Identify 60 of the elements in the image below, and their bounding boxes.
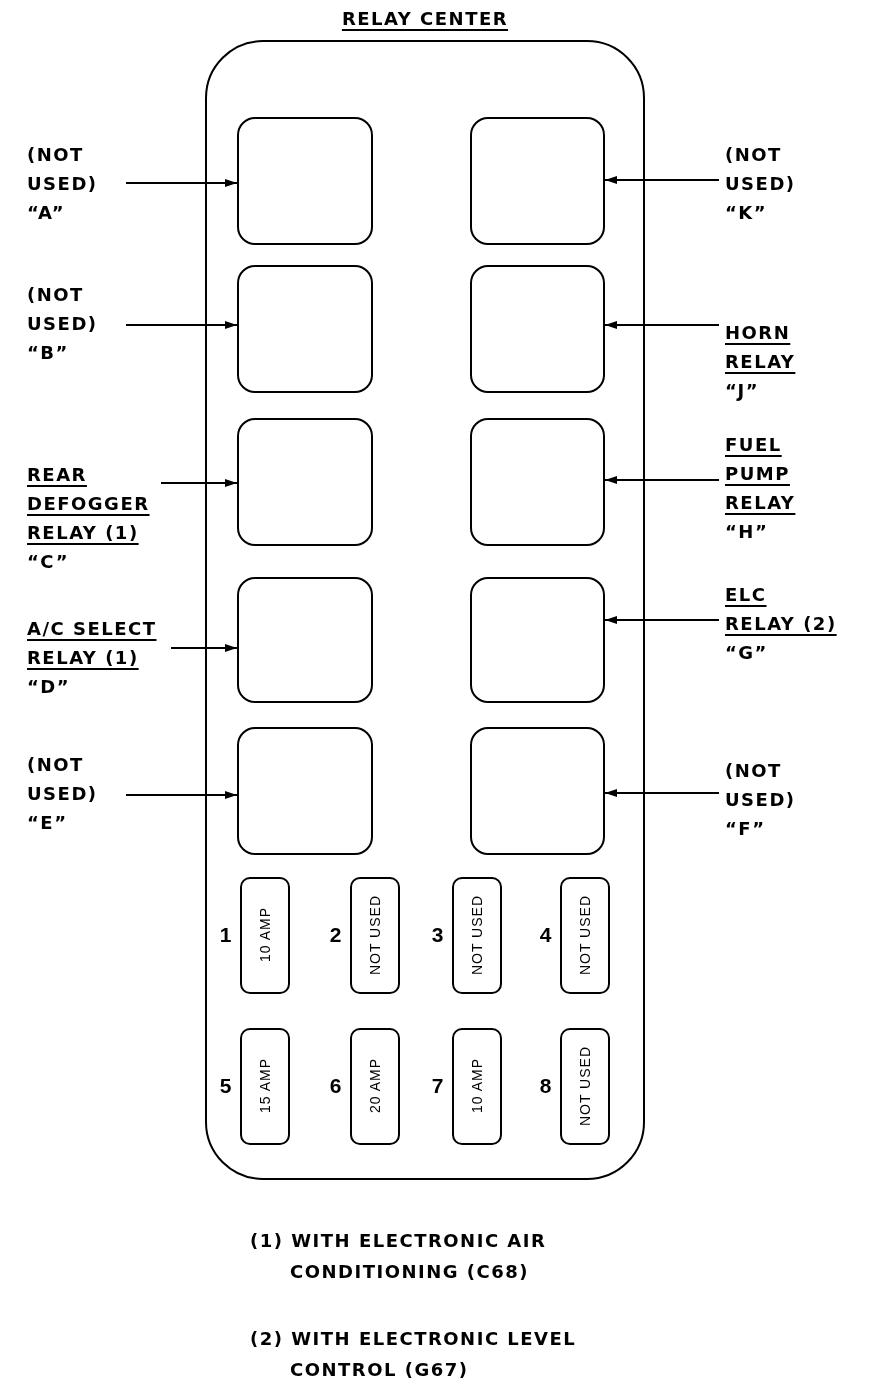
arrow — [604, 321, 720, 329]
position-letter: “F” — [725, 817, 767, 841]
fuse-number: 1 — [219, 923, 232, 947]
arrow — [125, 321, 238, 329]
fuse-rating: NOT USED — [366, 894, 383, 976]
relay-label: (NOT USED) — [725, 143, 797, 196]
arrow — [604, 789, 720, 797]
position-letter: “E” — [27, 811, 69, 835]
diagram-title: RELAY CENTER — [340, 8, 510, 29]
relay-label: A/C SELECT RELAY (1) — [27, 617, 158, 670]
fuse-number: 2 — [329, 923, 342, 947]
position-letter: “G” — [725, 641, 769, 665]
relay-socket — [236, 264, 373, 393]
position-letter: “C” — [27, 550, 71, 574]
position-letter: “K” — [725, 201, 769, 225]
fuse-number: 7 — [431, 1074, 444, 1098]
relay-label: (NOT USED) — [27, 143, 99, 196]
relay-socket — [469, 417, 605, 546]
arrow — [604, 176, 720, 184]
fuse-rating: 10 AMP — [468, 1058, 485, 1114]
arrow — [125, 179, 238, 187]
relay-socket — [469, 576, 605, 703]
arrow — [170, 644, 238, 652]
fuse-rating: 15 AMP — [256, 1058, 273, 1114]
fuse-rating: 20 AMP — [366, 1058, 383, 1114]
relay-label: (NOT USED) — [725, 759, 797, 812]
fuse-number: 6 — [329, 1074, 342, 1098]
relay-label: FUEL PUMP RELAY — [725, 433, 797, 515]
arrow — [160, 479, 238, 487]
fuse-rating: 10 AMP — [256, 907, 273, 963]
fuse-rating: NOT USED — [576, 1045, 593, 1127]
relay-label: ELC RELAY (2) — [725, 583, 838, 636]
fuse-number: 4 — [539, 923, 552, 947]
position-letter: “B” — [27, 341, 70, 365]
footnote: (2) WITH ELECTRONIC LEVEL CONTROL (G67) — [250, 1327, 578, 1382]
fuse-number: 3 — [431, 923, 444, 947]
arrow — [604, 476, 720, 484]
position-letter: “H” — [725, 520, 770, 544]
fuse-number: 5 — [219, 1074, 232, 1098]
fuse-number: 8 — [539, 1074, 552, 1098]
relay-label: (NOT USED) — [27, 283, 99, 336]
fuse-rating: NOT USED — [576, 894, 593, 976]
relay-socket — [236, 116, 373, 245]
relay-socket — [469, 264, 605, 393]
relay-center-panel — [205, 40, 645, 1180]
relay-socket — [469, 116, 605, 245]
relay-socket — [469, 726, 605, 855]
position-letter: “J” — [725, 379, 761, 403]
position-letter: “A” — [27, 201, 67, 225]
relay-socket — [236, 576, 373, 703]
relay-socket — [236, 417, 373, 546]
fuse-rating: NOT USED — [468, 894, 485, 976]
relay-label: (NOT USED) — [27, 753, 99, 806]
relay-label: REAR DEFOGGER RELAY (1) — [27, 463, 151, 545]
relay-socket — [236, 726, 373, 855]
arrow — [604, 616, 720, 624]
arrow — [125, 791, 238, 799]
relay-label: HORN RELAY — [725, 321, 797, 374]
position-letter: “D” — [27, 675, 72, 699]
footnote: (1) WITH ELECTRONIC AIR CONDITIONING (C68) — [250, 1229, 548, 1284]
